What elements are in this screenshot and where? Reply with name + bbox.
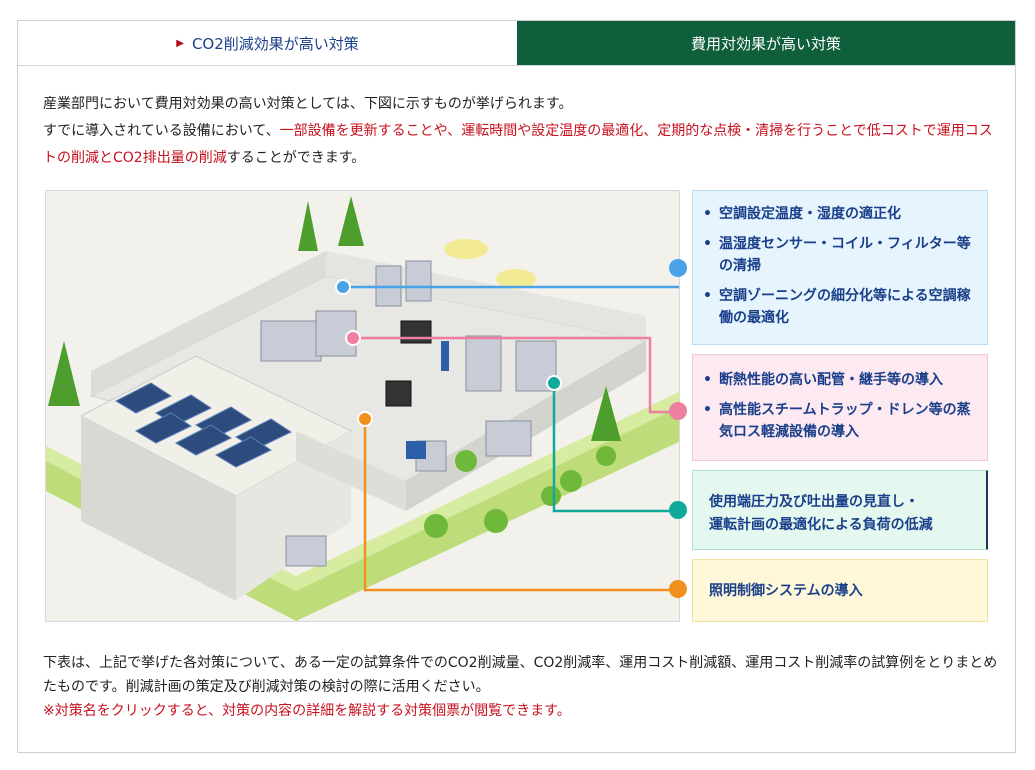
outro-note: ※対策名をクリックすると、対策の内容の詳細を解説する対策個票が閲覧できます。 [43,703,571,719]
intro-line-1: 産業部門において費用対効果の高い対策としては、下図に示すものが挙げられます。 [43,96,573,112]
outro-line-1: 下表は、上記で挙げた各対策について、ある一定の試算条件でのCO2削減量、CO2削… [43,655,998,695]
tab-cost-label: 費用対効果が高い対策 [690,34,841,53]
intro-paragraph-2: すでに導入されている設備において、一部設備を更新することや、運転時間や設定温度の… [43,118,993,172]
intro-text: 産業部門において費用対効果の高い対策としては、下図に示すものが挙げられます。 す… [43,91,993,172]
tab-co2-label: CO2削減効果が高い対策 [191,34,359,53]
aircon-item-3: 空調ゾーニングの細分化等による空調稼働の最適化 [693,285,977,329]
aircon-measures-box: 空調設定温度・湿度の適正化 温湿度センサー・コイル・フィルター等の清掃 空調ゾー… [692,190,988,345]
steam-item-2: 高性能スチームトラップ・ドレン等の蒸気ロス軽減設備の導入 [693,399,977,443]
intro-p2-end: することができます。 [226,150,366,166]
factory-illustration [45,190,680,622]
tab-co2-reduction[interactable]: ▶ CO2削減効果が高い対策 [18,21,517,65]
compressor-measures-box: 使用端圧力及び吐出量の見直し・ 運転計画の最適化による負荷の低減 [692,470,988,550]
aircon-item-1: 空調設定温度・湿度の適正化 [693,203,977,225]
connector-end-dots [669,259,687,598]
aircon-item-2: 温湿度センサー・コイル・フィルター等の清掃 [693,233,977,277]
steam-measures-box: 断熱性能の高い配管・継手等の導入 高性能スチームトラップ・ドレン等の蒸気ロス軽減… [692,354,988,461]
intro-p2-start: すでに導入されている設備において、 [43,123,280,139]
teal-connector-dot [669,501,687,519]
pink-connector-dot [669,402,687,420]
measures-panel: ▶ CO2削減効果が高い対策 費用対効果が高い対策 産業部門において費用対効果の… [17,20,1016,753]
factory-isometric-drawing [46,191,679,621]
orange-connector-dot [669,580,687,598]
compressor-line-2: 運転計画の最適化による負荷の低減 [709,517,933,533]
outro-text: 下表は、上記で挙げた各対策について、ある一定の試算条件でのCO2削減量、CO2削… [43,651,1003,723]
tab-cost-effective[interactable]: 費用対効果が高い対策 [517,21,1015,65]
lighting-item: 照明制御システムの導入 [709,583,863,599]
intro-highlight: 一部設備を更新することや、運転時間や設定温度の最適化、定期的な点検・清掃を行うこ… [43,123,993,166]
steam-item-1: 断熱性能の高い配管・継手等の導入 [693,369,977,391]
lighting-measures-box: 照明制御システムの導入 [692,559,988,622]
compressor-line-1: 使用端圧力及び吐出量の見直し・ [709,494,919,510]
blue-connector-dot [669,259,687,277]
triangle-right-icon: ▶ [176,37,184,49]
tab-bar: ▶ CO2削減効果が高い対策 費用対効果が高い対策 [18,21,1015,66]
